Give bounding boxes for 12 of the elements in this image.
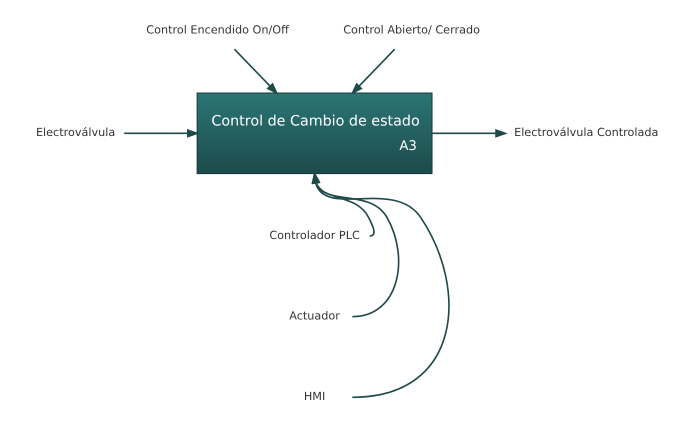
node-box: Control de Cambio de estado A3 [196, 92, 433, 174]
node-text: Control Abierto/ Cerrado [343, 24, 480, 37]
node-text: Electroválvula Controlada [514, 126, 658, 140]
node-text: Controlador PLC [269, 228, 360, 242]
arrow [234, 48, 278, 95]
arrow [124, 128, 200, 138]
node-text: HMI [304, 390, 326, 404]
node-text: Control Encendido On/Off [146, 24, 289, 37]
arrow [432, 128, 508, 138]
arrow [350, 48, 396, 95]
node-text: Electroválvula [36, 126, 116, 140]
node-text: Actuador [289, 310, 340, 322]
